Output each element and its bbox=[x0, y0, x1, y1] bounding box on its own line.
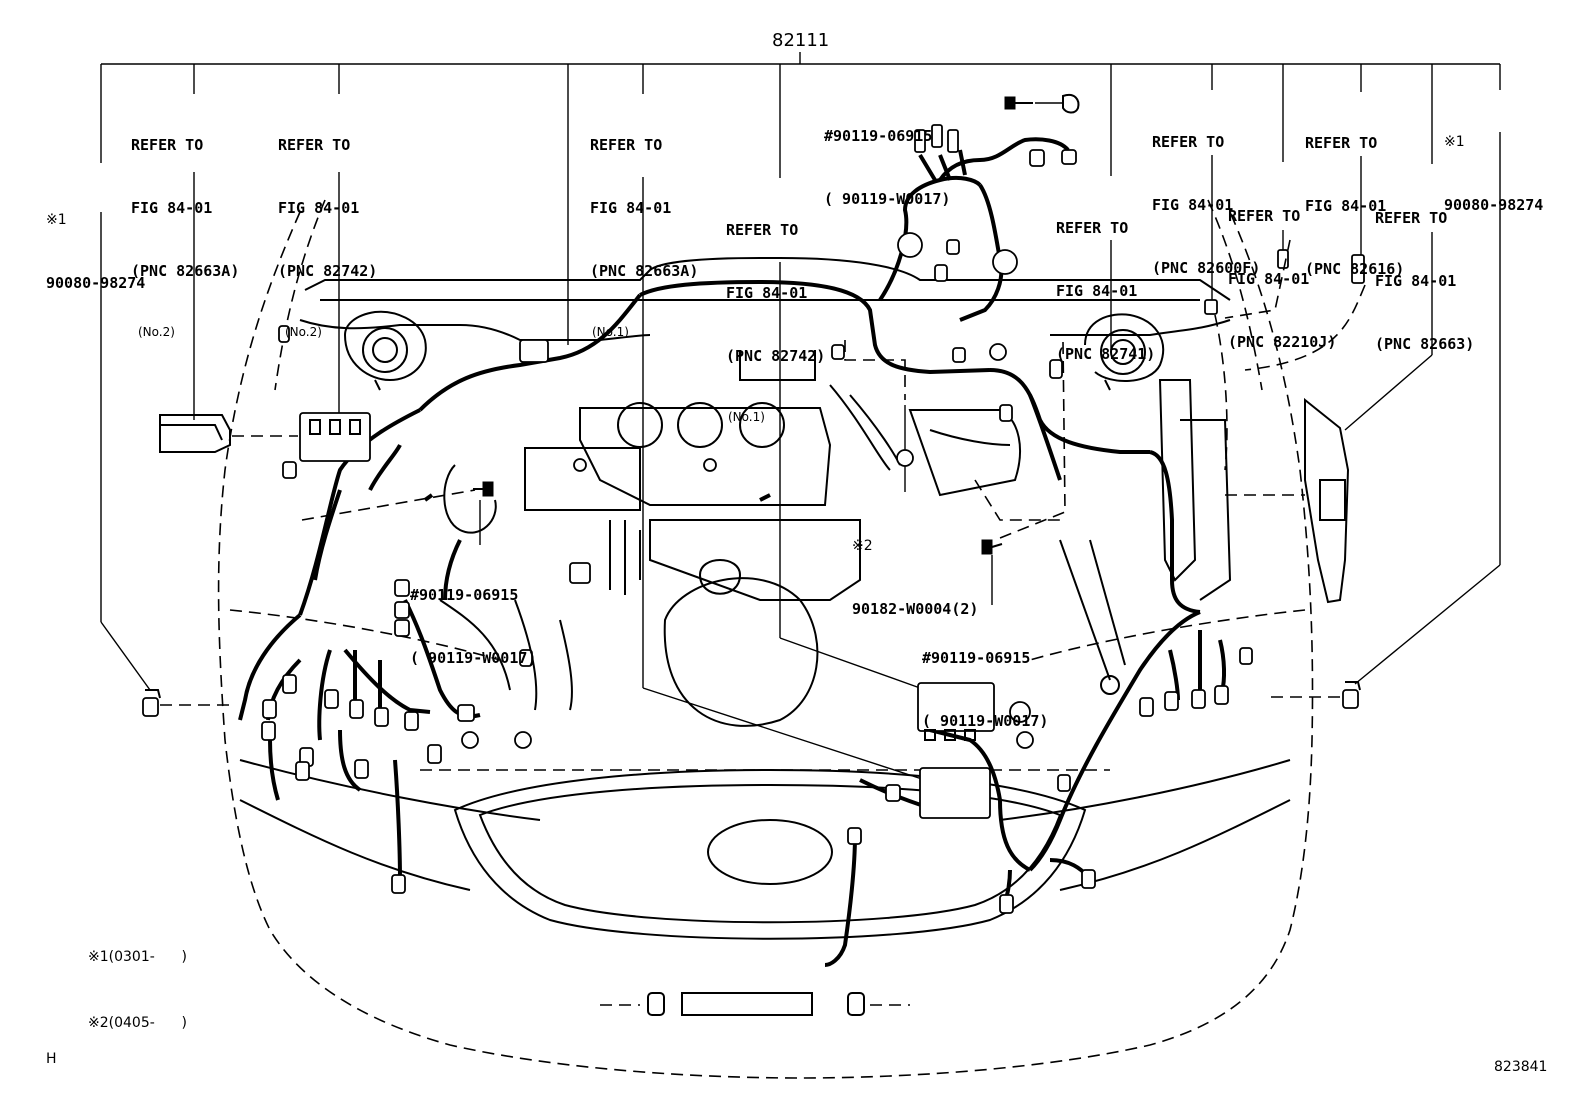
corner-code-left: H bbox=[46, 1051, 57, 1067]
ref-line: REFER TO bbox=[1305, 134, 1378, 152]
ref-label-82663a-no2: REFER TO FIG 84-01 (PNC 82663A) (No.2) bbox=[131, 93, 239, 361]
ref-line: REFER TO bbox=[1228, 207, 1301, 225]
ref-sub: (No.2) bbox=[285, 325, 322, 339]
ref-sub: (No.1) bbox=[728, 410, 765, 424]
note-line: ※2(0405- ) bbox=[88, 1015, 187, 1031]
ref-line: REFER TO bbox=[590, 136, 663, 154]
clip-label-right: ※1 90080-98274 bbox=[1444, 90, 1543, 237]
clip-mark: ※1 bbox=[1444, 134, 1465, 150]
ref-label-82663a-no1: REFER TO FIG 84-01 (PNC 82663A) (No.1) bbox=[590, 93, 698, 361]
ref-line: FIG 84-01 bbox=[726, 284, 808, 302]
ref-line: FIG 84-01 bbox=[590, 199, 672, 217]
illustration-number: 823841 bbox=[1494, 1059, 1548, 1075]
clip-mark: ※2 bbox=[852, 538, 873, 554]
ref-line: REFER TO bbox=[278, 136, 351, 154]
ref-line: (PNC 82210J) bbox=[1228, 333, 1337, 351]
ref-line: (PNC 82742) bbox=[726, 347, 826, 365]
ref-label-82741: REFER TO FIG 84-01 (PNC 82741) bbox=[1056, 176, 1155, 386]
ref-line: FIG 84-01 bbox=[1228, 270, 1310, 288]
clip-label-center: ※2 90182-W0004(2) bbox=[852, 494, 978, 641]
bolt-part-number: #90119-06915 bbox=[410, 586, 519, 604]
ref-line: REFER TO bbox=[131, 136, 204, 154]
ref-label-82742-no2: REFER TO FIG 84-01 (PNC 82742) (No.2) bbox=[278, 93, 377, 361]
main-part-number: 82111 bbox=[772, 30, 830, 51]
ref-line: (PNC 82741) bbox=[1056, 345, 1156, 363]
bolt-label-top: #90119-06915 ( 90119-W0017) bbox=[824, 84, 950, 231]
ref-line: REFER TO bbox=[1056, 219, 1129, 237]
ref-line: FIG 84-01 bbox=[1305, 197, 1387, 215]
relay-boxes bbox=[159, 239, 1366, 819]
date-notes: ※1(0301- ) ※2(0405- ) bbox=[88, 902, 187, 1056]
bolt-label-left: #90119-06915 ( 90119-W0017) bbox=[410, 543, 536, 690]
leader-lines bbox=[100, 52, 1501, 781]
bolt-alt-part-number: ( 90119-W0017) bbox=[922, 712, 1049, 730]
bolt-part-number: #90119-06915 bbox=[824, 127, 933, 145]
ref-line: REFER TO bbox=[1375, 209, 1448, 227]
ref-label-82210j: REFER TO FIG 84-01 (PNC 82210J) bbox=[1228, 164, 1336, 374]
ref-label-82742-no1: REFER TO FIG 84-01 (PNC 82742) (No.1) bbox=[726, 178, 825, 446]
ref-line: FIG 84-01 bbox=[131, 199, 213, 217]
ref-line: (PNC 82742) bbox=[278, 262, 378, 280]
ref-line: (PNC 82616) bbox=[1305, 260, 1405, 278]
ref-label-82600f: REFER TO FIG 84-01 (PNC 82600F) bbox=[1152, 90, 1260, 300]
bolt-alt-part-number: ( 90119-W0017) bbox=[824, 190, 951, 208]
bolt-label-right: #90119-06915 ( 90119-W0017) bbox=[922, 606, 1048, 753]
clip-part-number: 90080-98274 bbox=[1444, 196, 1544, 214]
clip-label-left: ※1 90080-98274 bbox=[46, 168, 145, 315]
ref-line: (PNC 82663A) bbox=[131, 262, 240, 280]
ref-line: (PNC 82600F) bbox=[1152, 259, 1261, 277]
ref-sub: (No.2) bbox=[138, 325, 175, 339]
ref-line: FIG 84-01 bbox=[1056, 282, 1138, 300]
ref-line: REFER TO bbox=[1152, 133, 1225, 151]
ref-line: (PNC 82663A) bbox=[590, 262, 699, 280]
bolt-part-number: #90119-06915 bbox=[922, 649, 1031, 667]
ref-label-82663: REFER TO FIG 84-01 (PNC 82663) bbox=[1375, 166, 1474, 376]
ref-label-82616: REFER TO FIG 84-01 (PNC 82616) bbox=[1305, 91, 1404, 301]
clip-mark: ※1 bbox=[46, 212, 67, 228]
ref-sub: (No.1) bbox=[592, 325, 629, 339]
clip-part-number: 90080-98274 bbox=[46, 274, 146, 292]
bolts bbox=[473, 94, 1080, 555]
ref-line: FIG 84-01 bbox=[278, 199, 360, 217]
ref-line: REFER TO bbox=[726, 221, 799, 239]
clip-part-number: 90182-W0004(2) bbox=[852, 600, 979, 618]
note-line: ※1(0301- ) bbox=[88, 949, 187, 965]
ref-line: (PNC 82663) bbox=[1375, 335, 1475, 353]
ref-line: FIG 84-01 bbox=[1375, 272, 1457, 290]
wire-harness bbox=[238, 137, 1227, 967]
ref-line: FIG 84-01 bbox=[1152, 196, 1234, 214]
bolt-alt-part-number: ( 90119-W0017) bbox=[410, 649, 537, 667]
